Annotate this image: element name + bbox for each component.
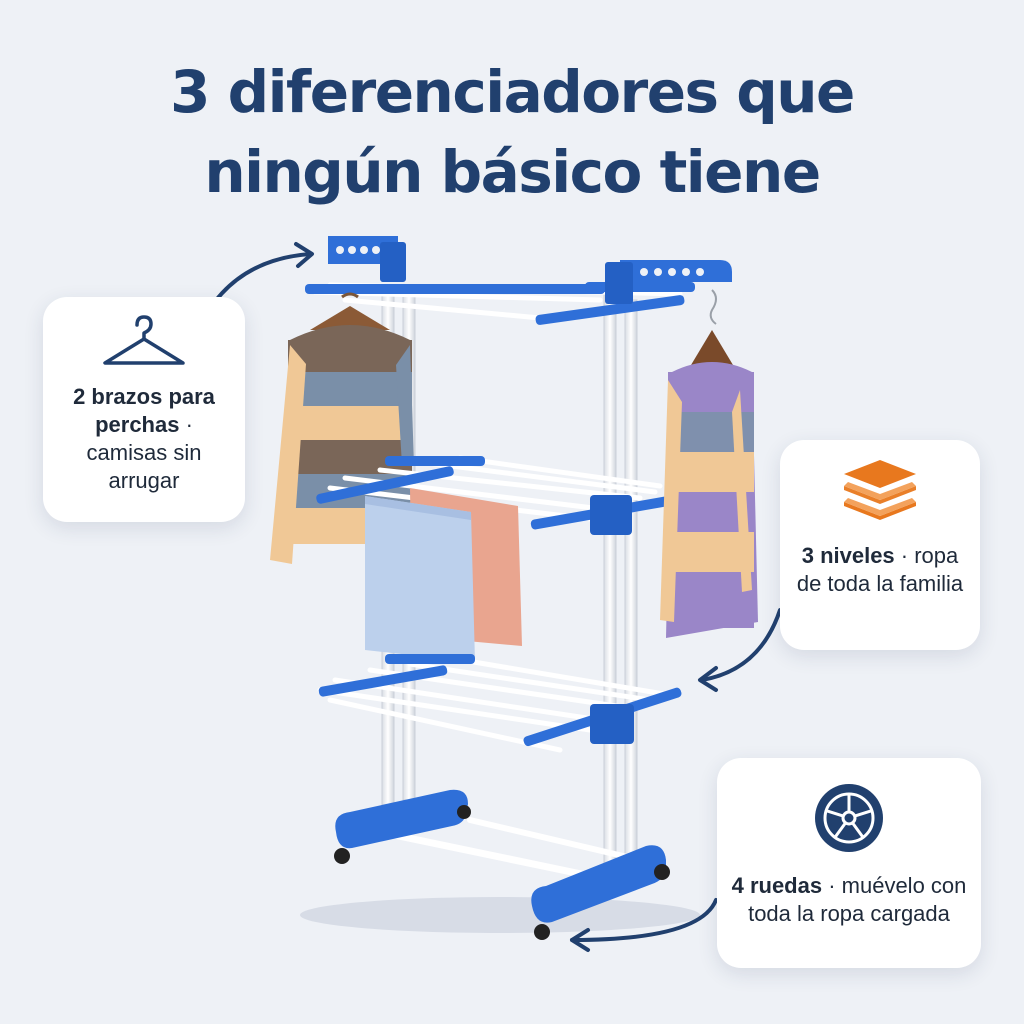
rack-top-tier — [305, 236, 732, 325]
rack-base — [334, 789, 670, 940]
feature-text-hangers: 2 brazos para perchas · camisas sin arru… — [43, 383, 245, 495]
feature-card-wheels: 4 ruedas · muévelo con toda la ropa carg… — [717, 758, 981, 968]
layers-icon — [844, 460, 916, 520]
headline-line-1: 3 diferenciadores que — [170, 58, 855, 126]
hanger-icon — [103, 315, 185, 365]
feature-bold-wheels: 4 ruedas — [731, 873, 823, 898]
feature-card-levels: 3 niveles · ropa de toda la familia — [780, 440, 980, 650]
feature-detail-hangers: · camisas sin arrugar — [86, 412, 202, 493]
floor-shadow — [300, 897, 700, 933]
wheel-icon — [815, 784, 883, 852]
feature-detail-wheels: · muévelo con toda la ropa cargada — [748, 873, 967, 926]
feature-card-hangers: 2 brazos para perchas · camisas sin arru… — [43, 297, 245, 522]
feature-bold-levels: 3 niveles — [801, 543, 895, 568]
headline-line-2: ningún básico tiene — [204, 138, 821, 206]
feature-text-wheels: 4 ruedas · muévelo con toda la ropa carg… — [717, 872, 981, 928]
striped-sweater-right — [660, 289, 758, 638]
feature-bold-hangers: 2 brazos para perchas — [73, 384, 215, 437]
feature-detail-levels: · ropa de toda la familia — [796, 543, 964, 596]
towels — [365, 488, 522, 662]
headline: 3 diferenciadores que ningún básico tien… — [0, 52, 1024, 212]
rack-bottom-tier — [317, 654, 682, 753]
feature-text-levels: 3 niveles · ropa de toda la familia — [780, 542, 980, 598]
